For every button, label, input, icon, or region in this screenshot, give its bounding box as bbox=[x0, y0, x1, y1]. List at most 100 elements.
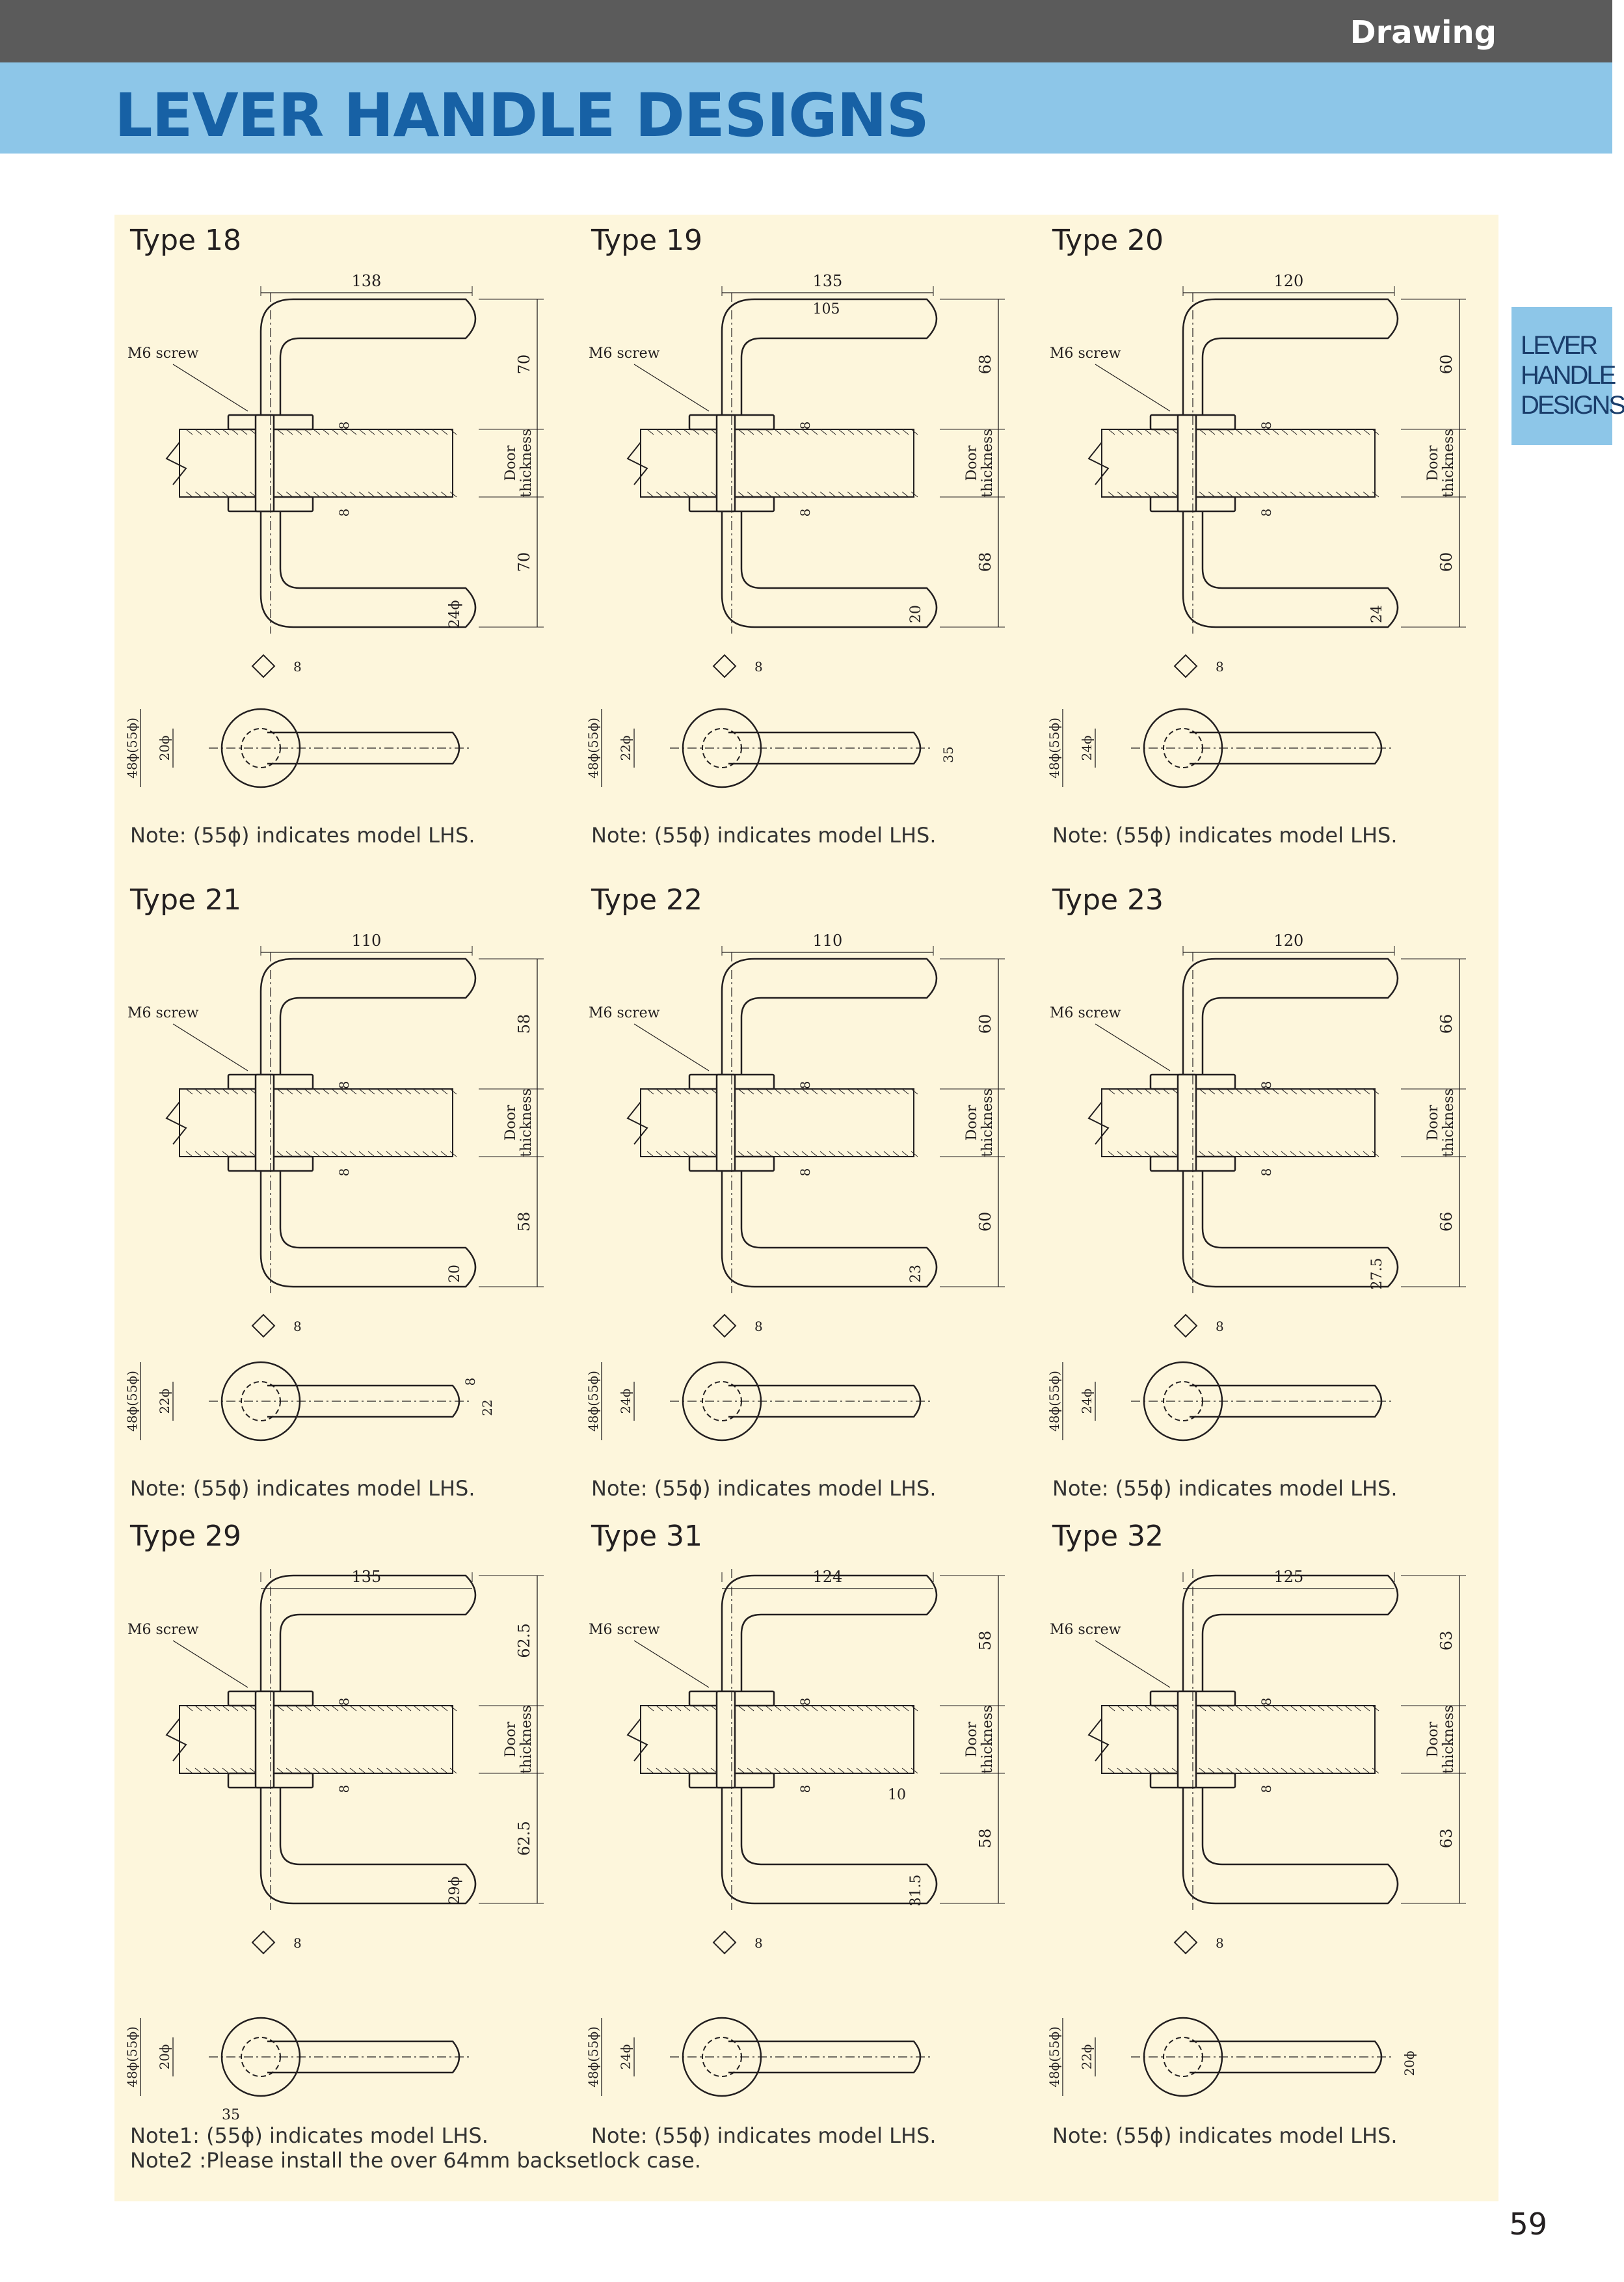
type-title: Type 31 bbox=[591, 1520, 703, 1553]
m6-screw-label: M6 screw bbox=[1050, 1005, 1121, 1021]
door-label: Door bbox=[964, 1721, 980, 1757]
rose-diameter-dimension: 48ϕ(55ϕ) bbox=[1046, 718, 1062, 779]
rose-thickness-dimension: 8 bbox=[336, 1168, 352, 1177]
m6-screw-label: M6 screw bbox=[589, 1005, 660, 1021]
lower-height-dimension: 58 bbox=[976, 1829, 994, 1849]
width-dimension: 110 bbox=[352, 932, 382, 950]
thickness-label: thickness bbox=[1441, 1088, 1457, 1157]
thickness-label: thickness bbox=[1441, 429, 1457, 497]
side-tab-lever-handle-designs[interactable]: LEVER HANDLE DESIGNS bbox=[1511, 307, 1624, 445]
upper-height-dimension: 70 bbox=[515, 355, 533, 375]
thickness-label: thickness bbox=[979, 429, 996, 497]
rose-thickness-dimension: 8 bbox=[1258, 422, 1274, 430]
inner-width-dimension: 105 bbox=[813, 301, 840, 317]
grip-thickness-dimension: 8 bbox=[462, 1378, 478, 1386]
spindle-square-dimension: 8 bbox=[754, 1935, 763, 1951]
width-dimension: 135 bbox=[352, 1568, 382, 1586]
lower-height-dimension: 58 bbox=[515, 1212, 533, 1232]
lhs-note: Note: (55ϕ) indicates model LHS. bbox=[591, 1476, 937, 1501]
rose-thickness-dimension: 8 bbox=[336, 1785, 352, 1793]
lower-height-dimension: 62.5 bbox=[515, 1821, 533, 1855]
rose-diameter-dimension: 48ϕ(55ϕ) bbox=[124, 1371, 140, 1432]
thickness-label: thickness bbox=[979, 1088, 996, 1157]
offset-dimension: 35 bbox=[222, 2107, 240, 2123]
spindle-diameter-dimension: 22ϕ bbox=[618, 735, 633, 760]
grip-dimension: 29ϕ bbox=[447, 1877, 463, 1905]
rose-thickness-dimension: 8 bbox=[797, 1785, 813, 1793]
section-label: Drawing bbox=[1350, 14, 1497, 51]
grip-dimension: 27.5 bbox=[1369, 1258, 1385, 1290]
thickness-label: thickness bbox=[518, 429, 535, 497]
rose-thickness-dimension: 8 bbox=[797, 422, 813, 430]
side-tab-line: HANDLE bbox=[1521, 361, 1616, 390]
door-label: Door bbox=[503, 445, 519, 481]
thickness-label: thickness bbox=[518, 1705, 535, 1773]
width-dimension: 138 bbox=[352, 272, 382, 290]
width-dimension: 124 bbox=[813, 1568, 843, 1586]
spindle-square-dimension: 8 bbox=[754, 1319, 763, 1334]
grip-dimension: 20 bbox=[908, 605, 924, 623]
rose-thickness-dimension: 8 bbox=[797, 1081, 813, 1090]
m6-screw-label: M6 screw bbox=[589, 1622, 660, 1638]
rose-thickness-dimension: 8 bbox=[336, 509, 352, 517]
spindle-square-dimension: 8 bbox=[1216, 659, 1224, 675]
lower-height-dimension: 60 bbox=[976, 1212, 994, 1232]
grip-dimension: 20 bbox=[447, 1265, 463, 1283]
grip-dimension: 24ϕ bbox=[447, 600, 463, 628]
width-dimension: 135 bbox=[813, 272, 843, 290]
type-title: Type 22 bbox=[591, 883, 703, 917]
upper-height-dimension: 58 bbox=[976, 1631, 994, 1651]
upper-height-dimension: 68 bbox=[976, 355, 994, 375]
width-dimension: 120 bbox=[1274, 272, 1304, 290]
rose-diameter-dimension: 48ϕ(55ϕ) bbox=[585, 2026, 601, 2087]
spindle-square-dimension: 8 bbox=[754, 659, 763, 675]
upper-height-dimension: 60 bbox=[1437, 355, 1456, 375]
rose-thickness-dimension: 8 bbox=[1258, 1785, 1274, 1793]
grip-dimension: 23 bbox=[908, 1265, 924, 1283]
m6-screw-label: M6 screw bbox=[127, 1005, 199, 1021]
spindle-diameter-dimension: 20ϕ bbox=[157, 735, 172, 760]
spindle-diameter-dimension: 22ϕ bbox=[1079, 2044, 1095, 2069]
spindle-diameter-dimension: 24ϕ bbox=[1079, 1388, 1095, 1414]
m6-screw-label: M6 screw bbox=[1050, 1622, 1121, 1638]
thickness-label: thickness bbox=[518, 1088, 535, 1157]
lhs-note: Note: (55ϕ) indicates model LHS. bbox=[591, 823, 937, 848]
grip-width-dimension: 20ϕ bbox=[1402, 2050, 1417, 2076]
spindle-diameter-dimension: 24ϕ bbox=[1079, 735, 1095, 760]
m6-screw-label: M6 screw bbox=[127, 1622, 199, 1638]
side-tab-line: LEVER bbox=[1521, 331, 1598, 360]
thickness-label: thickness bbox=[1441, 1705, 1457, 1773]
lhs-note: Note: (55ϕ) indicates model LHS. bbox=[130, 1476, 475, 1501]
lhs-note: Note: (55ϕ) indicates model LHS. bbox=[1052, 2123, 1398, 2148]
type-title: Type 19 bbox=[591, 224, 703, 257]
lhs-note: Note: (55ϕ) indicates model LHS. bbox=[1052, 1476, 1398, 1501]
tip-dimension: 10 bbox=[888, 1787, 906, 1803]
door-label: Door bbox=[964, 445, 980, 481]
m6-screw-label: M6 screw bbox=[1050, 345, 1121, 362]
rose-diameter-dimension: 48ϕ(55ϕ) bbox=[124, 718, 140, 779]
page-title: LEVER HANDLE DESIGNS bbox=[114, 81, 929, 150]
spindle-diameter-dimension: 20ϕ bbox=[157, 2044, 172, 2069]
upper-height-dimension: 58 bbox=[515, 1014, 533, 1034]
width-dimension: 110 bbox=[813, 932, 843, 950]
grip-dimension: 24 bbox=[1369, 605, 1385, 623]
rose-thickness-dimension: 8 bbox=[1258, 1698, 1274, 1706]
door-label: Door bbox=[1425, 1721, 1441, 1757]
spindle-diameter-dimension: 22ϕ bbox=[157, 1388, 172, 1414]
door-label: Door bbox=[1425, 445, 1441, 481]
type-title: Type 18 bbox=[130, 224, 242, 257]
page-number: 59 bbox=[1509, 2207, 1547, 2242]
